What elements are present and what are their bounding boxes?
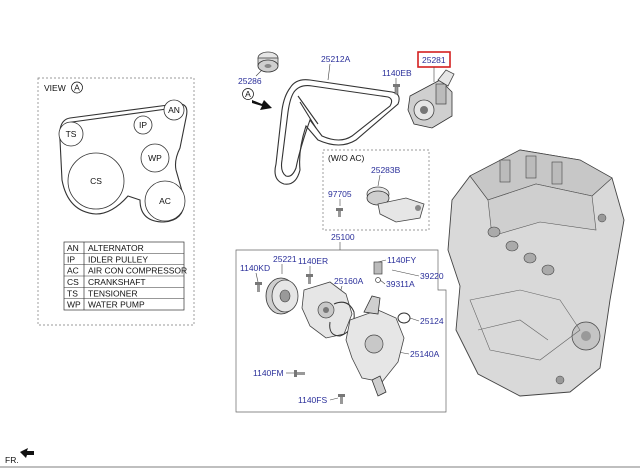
part-label-1140fm: 1140FM [253, 368, 284, 378]
view-letter: A [74, 83, 80, 93]
legend-desc: CRANKSHAFT [88, 277, 146, 287]
view-a-arrow-circle [242, 88, 254, 100]
part-label-25212a: 25212A [321, 54, 351, 64]
bolt-1140fm-part [294, 370, 305, 377]
sensor-part [373, 261, 383, 283]
pulley-label-wp: WP [148, 153, 162, 163]
o-ring-part [397, 312, 411, 324]
part-label-25100: 25100 [331, 232, 355, 242]
part-label-25281: 25281 [422, 55, 446, 65]
part-label-1140eb: 1140EB [382, 68, 412, 78]
part-label-25160a: 25160A [334, 276, 364, 286]
pulley-wp [140, 143, 170, 173]
pulley-label-ac: AC [159, 196, 171, 206]
idler-bracket-part [366, 186, 425, 223]
part-label-25124: 25124 [420, 316, 444, 326]
pulley-label-an: AN [168, 105, 180, 115]
part-label-25140a: 25140A [410, 349, 440, 359]
pulley-ip [133, 115, 153, 135]
pulley-ts [58, 121, 84, 147]
part-label-39220: 39220 [420, 271, 444, 281]
pump-pulley-part [265, 277, 299, 315]
pulley-cs [67, 152, 125, 210]
front-arrow-icon [20, 448, 34, 458]
view-a-arrow-letter: A [245, 89, 251, 99]
legend-code: AN [67, 243, 79, 253]
bolt-1140fs-part [338, 394, 345, 404]
pulley-label-cs: CS [90, 176, 102, 186]
without-ac-title: (W/O AC) [328, 153, 365, 163]
view-letter-circle [71, 81, 83, 94]
idler-pulley-part [257, 51, 279, 73]
part-label-25283b: 25283B [371, 165, 401, 175]
pulley-label-ip: IP [139, 120, 147, 130]
bolt-1140kd-part [255, 282, 262, 292]
water-pump-panel: 25100 1140KD 25221 1140ER 1140FY 25160A … [235, 232, 447, 413]
legend-code: WP [67, 300, 81, 310]
view-a-arrow: A [242, 88, 272, 110]
view-a-panel: VIEW A TS IP AN WP CS AC AN ALTERNATOR I [37, 77, 195, 326]
drive-belt-part [274, 79, 400, 185]
engine-block-part [447, 149, 625, 397]
legend-code: AC [67, 266, 79, 276]
legend-desc: IDLER PULLEY [88, 254, 148, 264]
legend-desc: WATER PUMP [88, 300, 145, 310]
bolt-97705-part [336, 208, 343, 217]
without-ac-frame [322, 149, 430, 231]
belt-assembly [257, 51, 455, 185]
part-label-97705: 97705 [328, 189, 352, 199]
part-label-25221: 25221 [273, 254, 297, 264]
legend-desc: AIR CON COMPRESSOR [88, 266, 187, 276]
part-label-1140fy: 1140FY [387, 255, 416, 265]
legend-code: CS [67, 277, 79, 287]
front-label: FR. [5, 455, 19, 465]
water-pump-frame [235, 249, 447, 413]
part-label-39311a: 39311A [386, 279, 415, 289]
legend-code: TS [67, 288, 78, 298]
legend-code: IP [67, 254, 75, 264]
part-label-1140fs: 1140FS [298, 395, 327, 405]
view-title: VIEW [44, 83, 66, 93]
view-a-frame [37, 77, 195, 326]
without-ac-panel: (W/O AC) 25283B 97705 [322, 149, 430, 231]
legend-desc: TENSIONER [88, 288, 138, 298]
tensioner-part [407, 69, 455, 129]
legend-desc: ALTERNATOR [88, 243, 144, 253]
pulley-ac [144, 180, 186, 222]
pulley-an [163, 99, 185, 121]
legend-table: AN ALTERNATOR IP IDLER PULLEY AC AIR CON… [63, 241, 187, 311]
arrow-icon [252, 100, 272, 110]
footer: FR. [0, 448, 640, 468]
water-pump-body-part [301, 281, 353, 339]
housing-part [345, 295, 405, 397]
bolt-1140eb-part [393, 84, 400, 95]
part-label-1140kd: 1140KD [240, 263, 270, 273]
part-label-1140er: 1140ER [298, 256, 328, 266]
pulley-label-ts: TS [66, 129, 77, 139]
bolt-1140er-part [306, 274, 313, 284]
part-label-25286: 25286 [238, 76, 262, 86]
